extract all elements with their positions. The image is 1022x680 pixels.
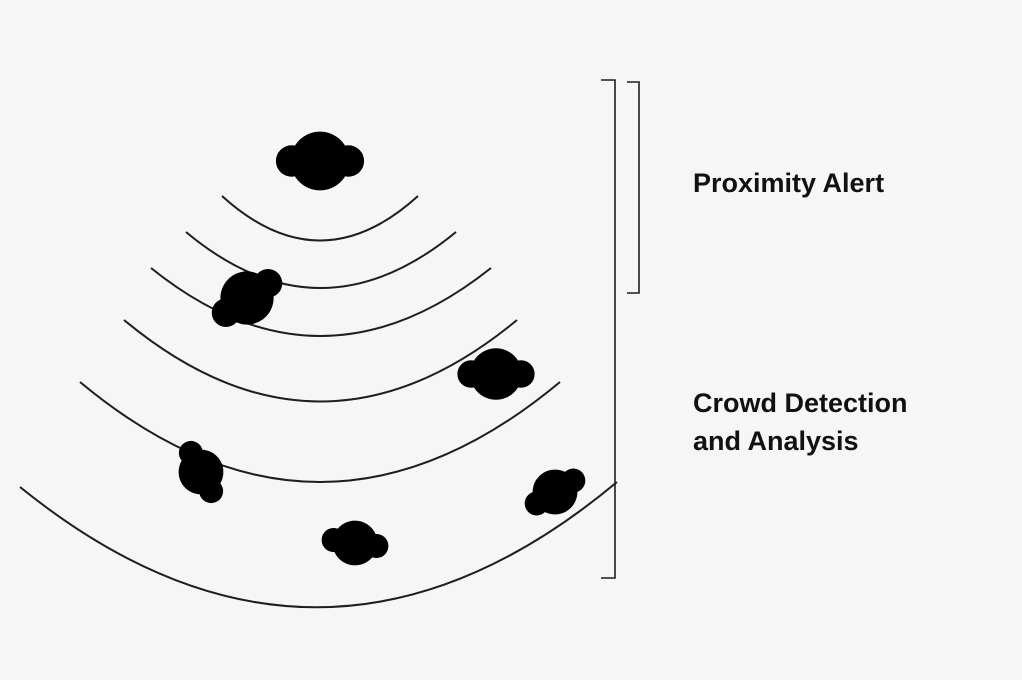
detection-arc-3 <box>150 267 492 337</box>
bracket-proximity <box>627 81 640 294</box>
person-top-view-icon <box>318 516 392 570</box>
detection-arc-1 <box>221 195 419 242</box>
detection-arc-2 <box>185 231 457 289</box>
person-top-view-icon <box>165 431 237 513</box>
brackets <box>601 79 640 579</box>
people <box>165 131 596 570</box>
proximity-alert-label: Proximity Alert <box>693 168 885 198</box>
person-top-view-icon <box>275 131 365 191</box>
detection-arc-5 <box>79 381 561 483</box>
crowd-detection-label-line-2: and Analysis <box>693 426 859 456</box>
detection-arc-6 <box>19 481 618 609</box>
person-top-view-icon <box>199 253 295 343</box>
detection-arcs <box>19 195 618 609</box>
crowd-detection-label-line-1: Crowd Detection <box>693 388 908 418</box>
person-top-view-icon <box>514 455 596 529</box>
crowd-detection-label: Crowd Detection and Analysis <box>693 384 993 460</box>
detection-arc-4 <box>123 319 518 403</box>
bracket-crowd <box>601 79 616 579</box>
